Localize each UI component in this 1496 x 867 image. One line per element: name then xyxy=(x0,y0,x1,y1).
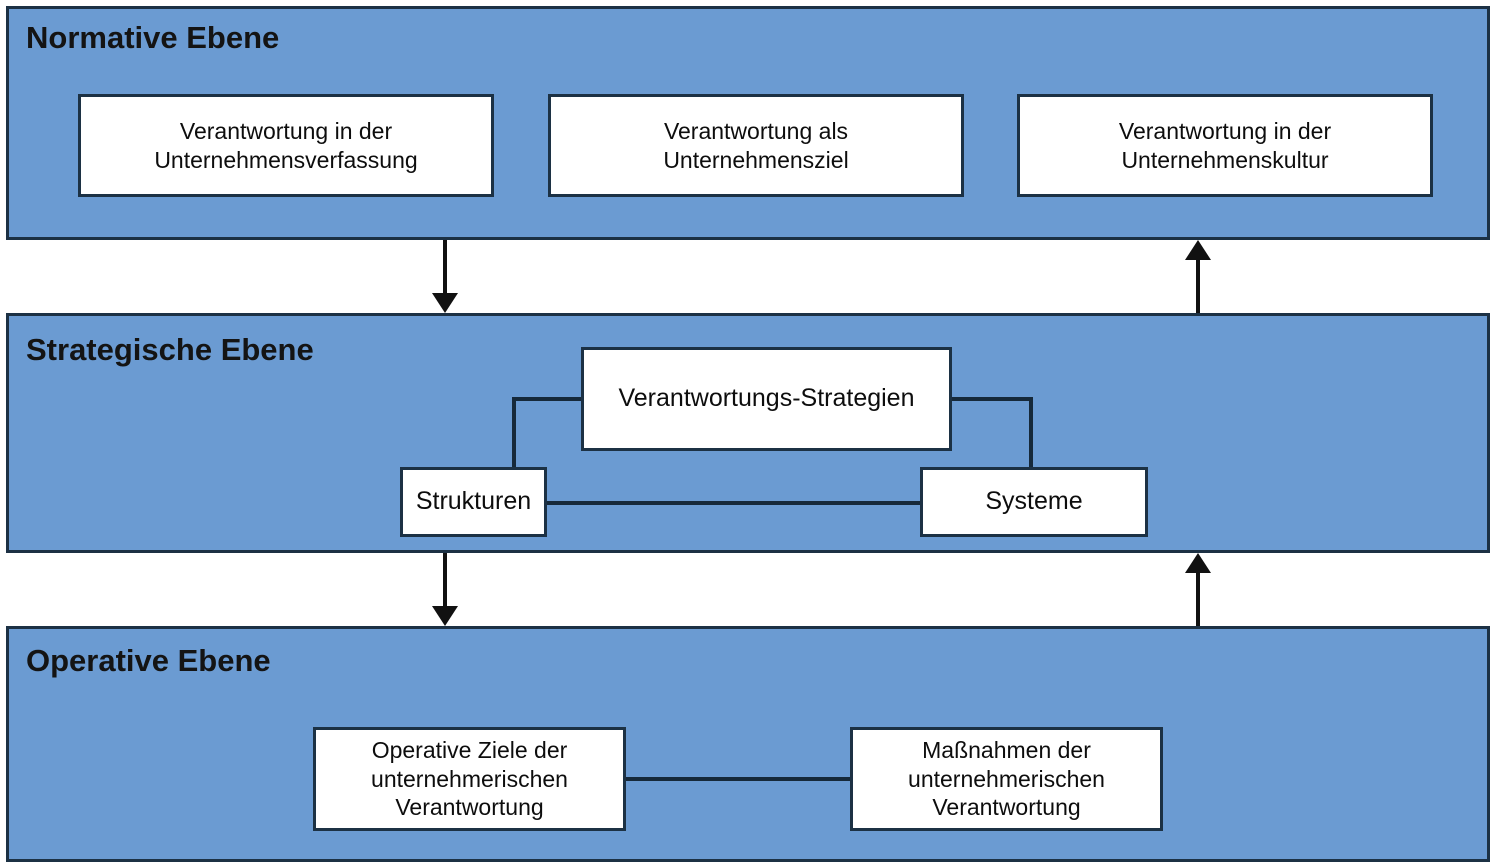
arrow-down-icon xyxy=(432,606,458,626)
node-line-1: Systeme xyxy=(985,487,1083,516)
node-verantwortung-unternehmensverfassung: Verantwortung in der Unternehmensverfass… xyxy=(78,94,494,197)
connector-ziele-massnahmen xyxy=(624,777,852,781)
node-line-2: unternehmerischen xyxy=(908,765,1105,792)
arrow-strategisch-to-normative xyxy=(1183,240,1213,313)
node-line-3: Verantwortung xyxy=(395,794,544,821)
node-line-1: Verantwortungs-Strategien xyxy=(618,384,915,413)
band-title-normative: Normative Ebene xyxy=(26,20,280,55)
arrow-normative-to-strategisch xyxy=(430,240,460,313)
node-line-2: Unternehmenskultur xyxy=(1121,146,1329,173)
node-line-1: Verantwortung in der xyxy=(179,117,393,144)
connector-strategien-systeme-horizontal xyxy=(948,397,1033,401)
node-line-1: Verantwortung in der xyxy=(1118,117,1332,144)
arrow-up-icon xyxy=(1185,240,1211,260)
arrow-up-icon xyxy=(1185,553,1211,573)
connector-strategien-strukturen-vertical xyxy=(512,397,516,469)
node-line-1: Verantwortung als xyxy=(663,117,849,144)
band-title-strategisch: Strategische Ebene xyxy=(26,332,314,367)
node-line-2: Unternehmensziel xyxy=(663,146,849,173)
node-line-1: Maßnahmen der xyxy=(922,736,1091,763)
node-line-3: Verantwortung xyxy=(932,794,1081,821)
node-operative-ziele: Operative Ziele der unternehmerischen Ve… xyxy=(313,727,626,831)
node-systeme: Systeme xyxy=(920,467,1148,537)
arrow-shaft xyxy=(1196,571,1200,626)
node-line-2: unternehmerischen xyxy=(371,765,568,792)
node-line-1: Operative Ziele der xyxy=(371,736,568,763)
connector-strategien-strukturen-horizontal xyxy=(512,397,584,401)
node-verantwortungs-strategien: Verantwortungs-Strategien xyxy=(581,347,952,451)
arrow-operativ-to-strategisch xyxy=(1183,553,1213,626)
arrow-shaft xyxy=(1196,258,1200,313)
node-line-1: Strukturen xyxy=(415,487,532,516)
arrow-strategisch-to-operativ xyxy=(430,553,460,626)
arrow-shaft xyxy=(443,240,447,295)
node-strukturen: Strukturen xyxy=(400,467,547,537)
arrow-shaft xyxy=(443,553,447,608)
node-line-2: Unternehmensverfassung xyxy=(154,146,418,173)
connector-strategien-systeme-vertical xyxy=(1029,397,1033,469)
arrow-down-icon xyxy=(432,293,458,313)
node-verantwortung-unternehmenskultur: Verantwortung in der Unternehmenskultur xyxy=(1017,94,1433,197)
connector-strukturen-systeme xyxy=(545,501,923,505)
node-massnahmen: Maßnahmen der unternehmerischen Verantwo… xyxy=(850,727,1163,831)
band-operative-ebene xyxy=(6,626,1490,862)
band-title-operativ: Operative Ebene xyxy=(26,643,271,678)
node-verantwortung-unternehmensziel: Verantwortung als Unternehmensziel xyxy=(548,94,964,197)
